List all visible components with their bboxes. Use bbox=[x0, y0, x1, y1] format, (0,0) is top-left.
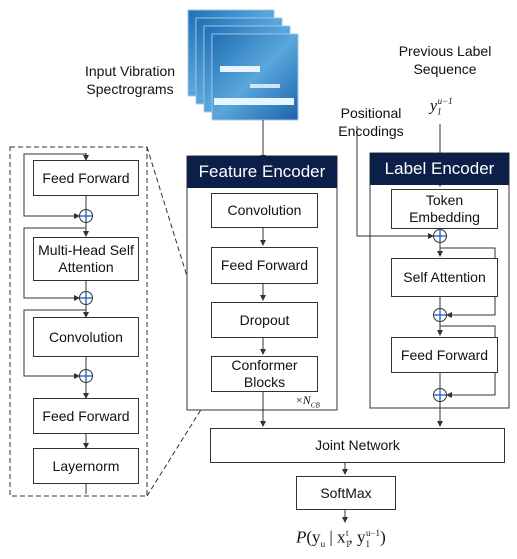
conformer-feed-forward-top: Feed Forward bbox=[33, 160, 139, 196]
conformer-feed-forward-bottom: Feed Forward bbox=[33, 398, 139, 434]
fe-dropout: Dropout bbox=[211, 302, 318, 338]
spectrogram-stack bbox=[187, 9, 299, 121]
fe-convolution: Convolution bbox=[211, 193, 318, 228]
zoom-line-bottom bbox=[146, 391, 213, 497]
le-feed-forward: Feed Forward bbox=[391, 337, 498, 373]
conformer-block-frame bbox=[9, 146, 148, 497]
label-encoder-title: Label Encoder bbox=[370, 153, 509, 185]
zoom-line-top bbox=[146, 146, 213, 358]
spectrogram-label: Input Vibration Spectrograms bbox=[84, 63, 176, 97]
previous-label-sequence: Previous Label Sequence bbox=[398, 43, 492, 77]
feature-encoder-title: Feature Encoder bbox=[187, 156, 337, 188]
positional-encodings-label: Positional Encodings bbox=[338, 105, 404, 139]
fe-conformer-blocks: Conformer Blocks bbox=[211, 356, 318, 392]
conformer-convolution: Convolution bbox=[33, 317, 139, 357]
repeat-count: ×NCB bbox=[296, 393, 320, 410]
le-self-attention: Self Attention bbox=[391, 258, 498, 297]
output-probability: P(yu | x1t, y1u−1) bbox=[296, 527, 386, 550]
joint-network: Joint Network bbox=[210, 428, 505, 463]
le-token-embedding: Token Embedding bbox=[391, 189, 498, 229]
softmax: SoftMax bbox=[296, 476, 396, 510]
previous-label-symbol: y1u−1 bbox=[430, 96, 453, 117]
conformer-mhsa: Multi-Head Self Attention bbox=[33, 237, 139, 281]
fe-feed-forward: Feed Forward bbox=[211, 247, 318, 284]
conformer-layernorm: Layernorm bbox=[33, 448, 139, 484]
